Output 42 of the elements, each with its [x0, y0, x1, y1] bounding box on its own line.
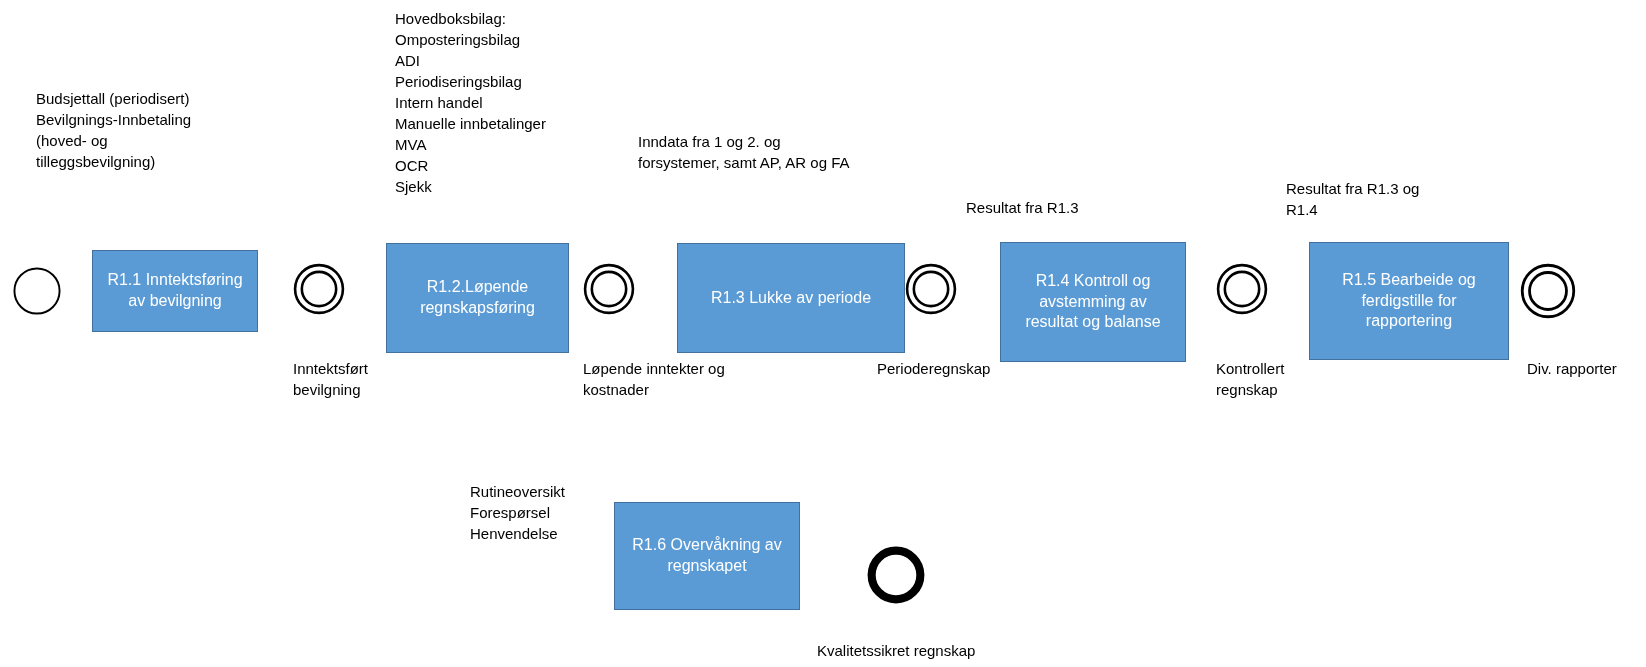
intermediate-event-circle: [583, 263, 635, 315]
annotation-text: Resultat fra R1.3: [966, 198, 1080, 218]
annotation-text: Resultat fra R1.3 og R1.4: [1286, 179, 1421, 220]
annotation-text: Perioderegnskap: [877, 359, 991, 379]
annotation-text: Forespørsel: [470, 503, 552, 523]
process-box: [614, 502, 800, 610]
annotation-text: Rutineoversikt: [470, 482, 567, 502]
process-box: [677, 243, 905, 353]
process-label: R1.1 Inntektsføring av bevilgning: [106, 270, 244, 311]
annotation-text: Henvendelse: [470, 524, 559, 544]
end-event-circle: [867, 546, 925, 604]
annotation-text: Kontrollert regnskap: [1216, 359, 1286, 400]
annotation-text: Inntektsført bevilgning: [293, 359, 370, 400]
process-box: [1309, 242, 1509, 360]
annotation-text: OCR: [395, 156, 430, 176]
process-label: R1.6 Overvåkning av regnskapet: [631, 535, 783, 576]
annotation-text: MVA: [395, 135, 428, 155]
annotation-text: Inndata fra 1 og 2. og forsystemer, samt AP, AR og FA: [638, 132, 851, 173]
annotation-text: Sjekk: [395, 177, 433, 197]
annotation-text: Løpende inntekter og kostnader: [583, 359, 726, 400]
annotation-text: Div. rapporter: [1527, 359, 1617, 379]
process-label: R1.3 Lukke av periode: [710, 287, 872, 308]
annotation-text: Hovedboksbilag:: [395, 9, 507, 29]
annotation-text: Budsjettall (periodisert): [36, 89, 191, 109]
process-box: [92, 250, 258, 332]
process-label: R1.4 Kontroll og avstemming av resultat og balanse: [1024, 270, 1162, 333]
annotation-text: Bevilgnings-Innbetaling (hoved- og tilleggsbevilgning): [36, 110, 193, 172]
start-event-circle: [13, 267, 61, 315]
annotation-text: Omposteringsbilag: [395, 30, 522, 50]
process-label: R1.5 Bearbeide og ferdigstille for rapportering: [1341, 269, 1477, 332]
annotation-text: Intern handel: [395, 93, 484, 113]
intermediate-event-circle: [293, 263, 345, 315]
annotation-text: Manuelle innbetalinger: [395, 114, 547, 134]
annotation-text: Kvalitetssikret regnskap: [817, 641, 977, 661]
intermediate-event-circle: [905, 263, 957, 315]
process-label: R1.2.Løpende regnskapsføring: [419, 277, 536, 318]
annotation-text: Periodiseringsbilag: [395, 72, 523, 92]
process-box: [1000, 242, 1186, 362]
process-box: [386, 243, 569, 353]
intermediate-event-circle: [1520, 263, 1576, 319]
annotation-text: ADI: [395, 51, 421, 71]
intermediate-event-circle: [1216, 263, 1268, 315]
